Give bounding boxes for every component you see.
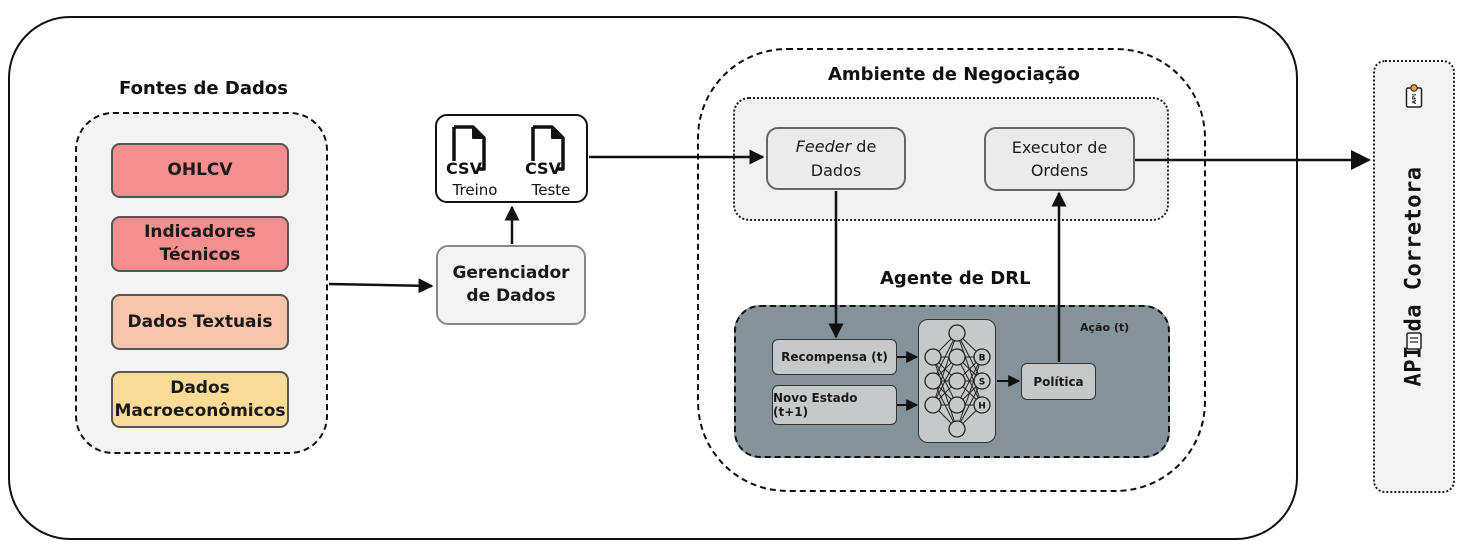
feeder-italic: Feeder — [795, 137, 852, 157]
agente-title: Agente de DRL — [880, 268, 1031, 289]
api-small-doc-icon — [1406, 332, 1422, 350]
executor-de-ordens: Executor de Ordens — [984, 127, 1135, 191]
api-icon-text: API — [1412, 94, 1418, 104]
politica-node: Política — [1021, 363, 1096, 400]
gerenciador-de-dados: Gerenciador de Dados — [436, 245, 586, 325]
neural-network-box — [918, 319, 996, 443]
csv-icon-text-train: CSV — [446, 159, 483, 177]
csv-file-icon-test: CSV — [525, 125, 565, 177]
novo-estado-node: Novo Estado (t+1) — [772, 385, 897, 425]
csv-icon-text-test: CSV — [525, 159, 562, 177]
source-indicadores: Indicadores Técnicos — [111, 216, 289, 272]
csv-file-icon-train: CSV — [446, 125, 486, 177]
api-corretora-label-wrap: API da Corretora — [1373, 60, 1455, 493]
recompensa-node: Recompensa (t) — [772, 339, 897, 375]
ambiente-title: Ambiente de Negociação — [828, 64, 1080, 85]
ambiente-container — [697, 48, 1206, 492]
api-corretora-box — [1373, 60, 1455, 493]
acao-label: Ação (t) — [1080, 321, 1130, 334]
source-textuais: Dados Textuais — [111, 294, 289, 350]
source-macro: Dados Macroeconômicos — [111, 371, 289, 428]
csv-train-label: Treino — [452, 181, 498, 199]
outer-container — [8, 16, 1298, 540]
source-ohlcv: OHLCV — [111, 143, 289, 198]
fontes-title: Fontes de Dados — [119, 78, 288, 99]
feeder-de-dados: Feeder de Dados — [766, 127, 906, 190]
feeder-rest: de Dados — [810, 137, 877, 180]
csv-test-label: Teste — [531, 181, 571, 199]
api-document-icon: API — [1405, 84, 1423, 108]
api-corretora-label: API da Corretora — [1401, 166, 1427, 387]
